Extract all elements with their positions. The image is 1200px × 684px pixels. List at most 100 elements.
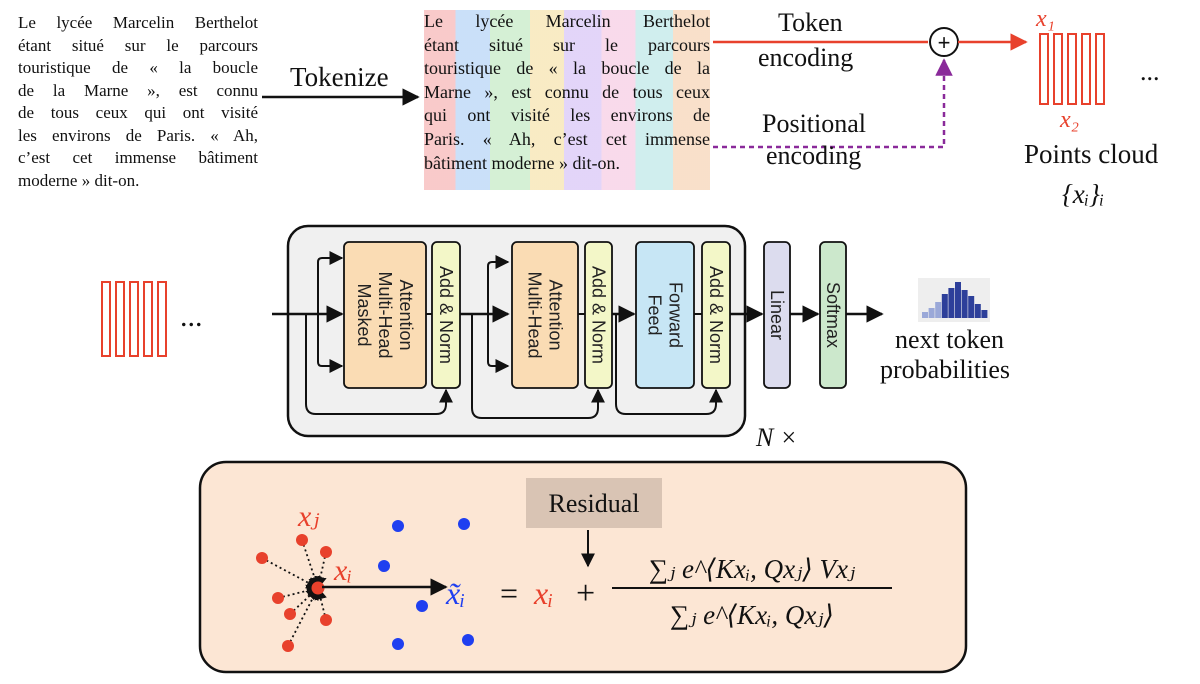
equals-sign: = <box>500 575 518 611</box>
point-bar <box>1067 33 1077 105</box>
block-label: Add & Norm <box>589 266 609 364</box>
block-label: Linear <box>767 290 787 340</box>
blue-point <box>458 518 470 530</box>
block-add-norm: Add & Norm <box>584 241 613 389</box>
point-bar <box>1039 33 1049 105</box>
attention2-branch-top <box>487 255 510 314</box>
tokenized-text-line: étant situé sur le parcours <box>424 34 710 55</box>
red-point <box>296 534 308 546</box>
fraction-denominator: ∑ⱼ e^⟨Kxᵢ, Qxⱼ⟩ <box>670 600 834 630</box>
tokenized-text-line: bâtiment moderne » dit-on. <box>424 152 620 173</box>
block-label: Multi-Head <box>525 271 545 358</box>
tokenized-text-line: Paris. « Ah, c’est cet immense <box>424 128 710 149</box>
histogram-bar <box>948 288 955 318</box>
input-point-bar <box>129 281 139 357</box>
residual-loop-1 <box>305 314 453 415</box>
repeat-label: N × <box>755 423 797 452</box>
block-label: Feed <box>645 294 665 335</box>
histogram-bar <box>974 304 981 318</box>
tokenized-text-line: Marne », est connu de tous ceux <box>424 81 710 102</box>
x1-label: x₁ <box>1035 6 1055 32</box>
output-label-2: probabilities <box>880 355 1010 384</box>
residual-loop-3 <box>615 314 723 415</box>
x2-label: x₂ <box>1059 107 1079 133</box>
token-encoding-label-2: encoding <box>758 43 853 72</box>
input-points-bars <box>101 281 167 357</box>
histogram-bar <box>955 282 961 318</box>
blue-point <box>378 560 390 572</box>
input-point-bar <box>115 281 125 357</box>
token-encoding-label-1: Token <box>778 8 843 37</box>
input-point-bar <box>101 281 111 357</box>
block-softmax: Softmax <box>819 241 847 389</box>
red-point <box>320 546 332 558</box>
source-text-line: de la Marne », est connu <box>18 80 258 100</box>
tokenized-text-line: qui ont visité les environs de <box>424 105 710 126</box>
block-label: Multi-Head <box>375 271 395 358</box>
positional-encoding-label-2: encoding <box>766 141 861 170</box>
source-text-line: moderne » dit-on. <box>18 170 140 190</box>
block-add-norm: Add & Norm <box>701 241 731 389</box>
histogram-bar <box>922 312 928 318</box>
point-bar <box>1095 33 1105 105</box>
output-label-1: next token <box>895 325 1004 354</box>
input-point-bar <box>143 281 153 357</box>
block-label: Attention <box>546 279 566 350</box>
attention1-branch-bottom <box>317 314 344 373</box>
histogram-bar <box>981 310 988 318</box>
tokenized-text: Le lycée Marcelin Berthelot étant situé s… <box>424 10 710 190</box>
input-point-bar <box>157 281 167 357</box>
xi-label: xᵢ <box>333 554 352 587</box>
source-text-line: étant situé sur le parcours <box>18 35 258 55</box>
blue-point <box>392 638 404 650</box>
block-label: Masked <box>354 283 374 346</box>
tokenized-text-line: touristique de « la boucle de la <box>424 58 710 79</box>
red-point <box>272 592 284 604</box>
histogram-bar <box>941 294 948 318</box>
points-cloud-title: Points cloud <box>1024 139 1159 169</box>
block-label: Add & Norm <box>436 266 456 364</box>
plus-symbol: + <box>938 30 951 55</box>
point-bar <box>1053 33 1063 105</box>
block-linear: Linear <box>763 241 791 389</box>
positional-encoding-arrow <box>713 58 953 149</box>
points-cloud-bars <box>1039 33 1105 105</box>
attention2-branch-bottom <box>487 314 510 373</box>
blue-point <box>392 520 404 532</box>
block-label: Attention <box>396 279 416 350</box>
residual-loop-2 <box>471 314 605 419</box>
attention1-branch-top <box>317 251 344 314</box>
red-point <box>320 614 332 626</box>
residual-label: Residual <box>549 489 640 518</box>
blue-point <box>462 634 474 646</box>
xi-point <box>311 581 325 595</box>
histogram-bar <box>961 290 968 318</box>
histogram-icon <box>918 278 990 322</box>
source-text-line: Le lycée Marcelin Berthelot <box>18 13 258 32</box>
blue-point <box>416 600 428 612</box>
tokenize-label: Tokenize <box>290 62 389 92</box>
xtilde-label: x̃ᵢ <box>445 575 465 611</box>
source-text: Le lycée Marcelin Berthelot étant situé s… <box>18 12 258 192</box>
source-text-line: touristique de « la boucle <box>18 58 258 77</box>
points-cloud-set: {xᵢ}ᵢ <box>1062 179 1104 209</box>
block-label: Forward <box>666 282 686 348</box>
xj-label: xⱼ <box>297 500 319 533</box>
block-add-norm: Add & Norm <box>431 241 461 389</box>
histogram-bar <box>935 302 942 318</box>
tokenized-text-line: Le lycée Marcelin Berthelot <box>424 11 710 31</box>
positional-encoding-label-1: Positional <box>762 109 866 138</box>
residual-box <box>526 478 662 528</box>
block-label: Softmax <box>823 282 843 348</box>
red-point <box>282 640 294 652</box>
red-point <box>256 552 268 564</box>
source-text-line: les environs de Paris. « Ah, <box>18 125 258 145</box>
fraction-numerator: ∑ⱼ e^⟨Kxᵢ, Qxⱼ⟩ Vxⱼ <box>649 554 856 584</box>
input-ellipsis: ... <box>180 300 203 333</box>
point-scatter <box>256 518 474 652</box>
